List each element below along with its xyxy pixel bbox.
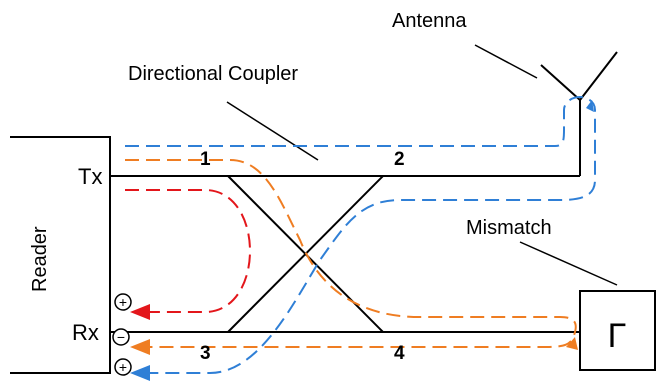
minus-label: − [117,329,125,345]
minus-sign: − [112,328,130,346]
antenna-path-arrowhead-top [586,100,594,112]
plus-bottom-label: + [119,359,127,375]
antenna-path-arrowhead-rx [130,365,150,381]
port-2-label: 2 [394,149,405,170]
antenna-path [125,95,596,374]
antenna-leader [474,44,538,79]
mismatch-leader [519,241,618,286]
rx-label: Rx [72,320,99,345]
mismatch-label: Mismatch [466,217,552,239]
coupler-label: Directional Coupler [128,63,298,85]
antenna-label: Antenna [392,10,467,32]
reader-label: Reader [29,226,51,292]
reflection-path [125,159,577,348]
port-1-label: 1 [200,149,211,170]
tx-leak-path [125,189,251,313]
plus-sign-bottom: + [114,358,132,376]
tx-leak-arrowhead [130,304,150,320]
tx-label: Tx [78,164,102,189]
mismatch-box [579,290,656,371]
plus-top-label: + [119,294,127,310]
plus-sign-top: + [114,293,132,311]
reader-box [10,136,111,374]
reflection-arrowhead-rx [130,339,150,355]
coupler-leader [226,101,319,161]
antenna-icon [540,51,618,102]
gamma-label: Γ [608,317,627,355]
reflection-arrowhead-load [566,337,578,350]
port-4-label: 4 [394,343,405,364]
port-3-label: 3 [200,343,211,364]
